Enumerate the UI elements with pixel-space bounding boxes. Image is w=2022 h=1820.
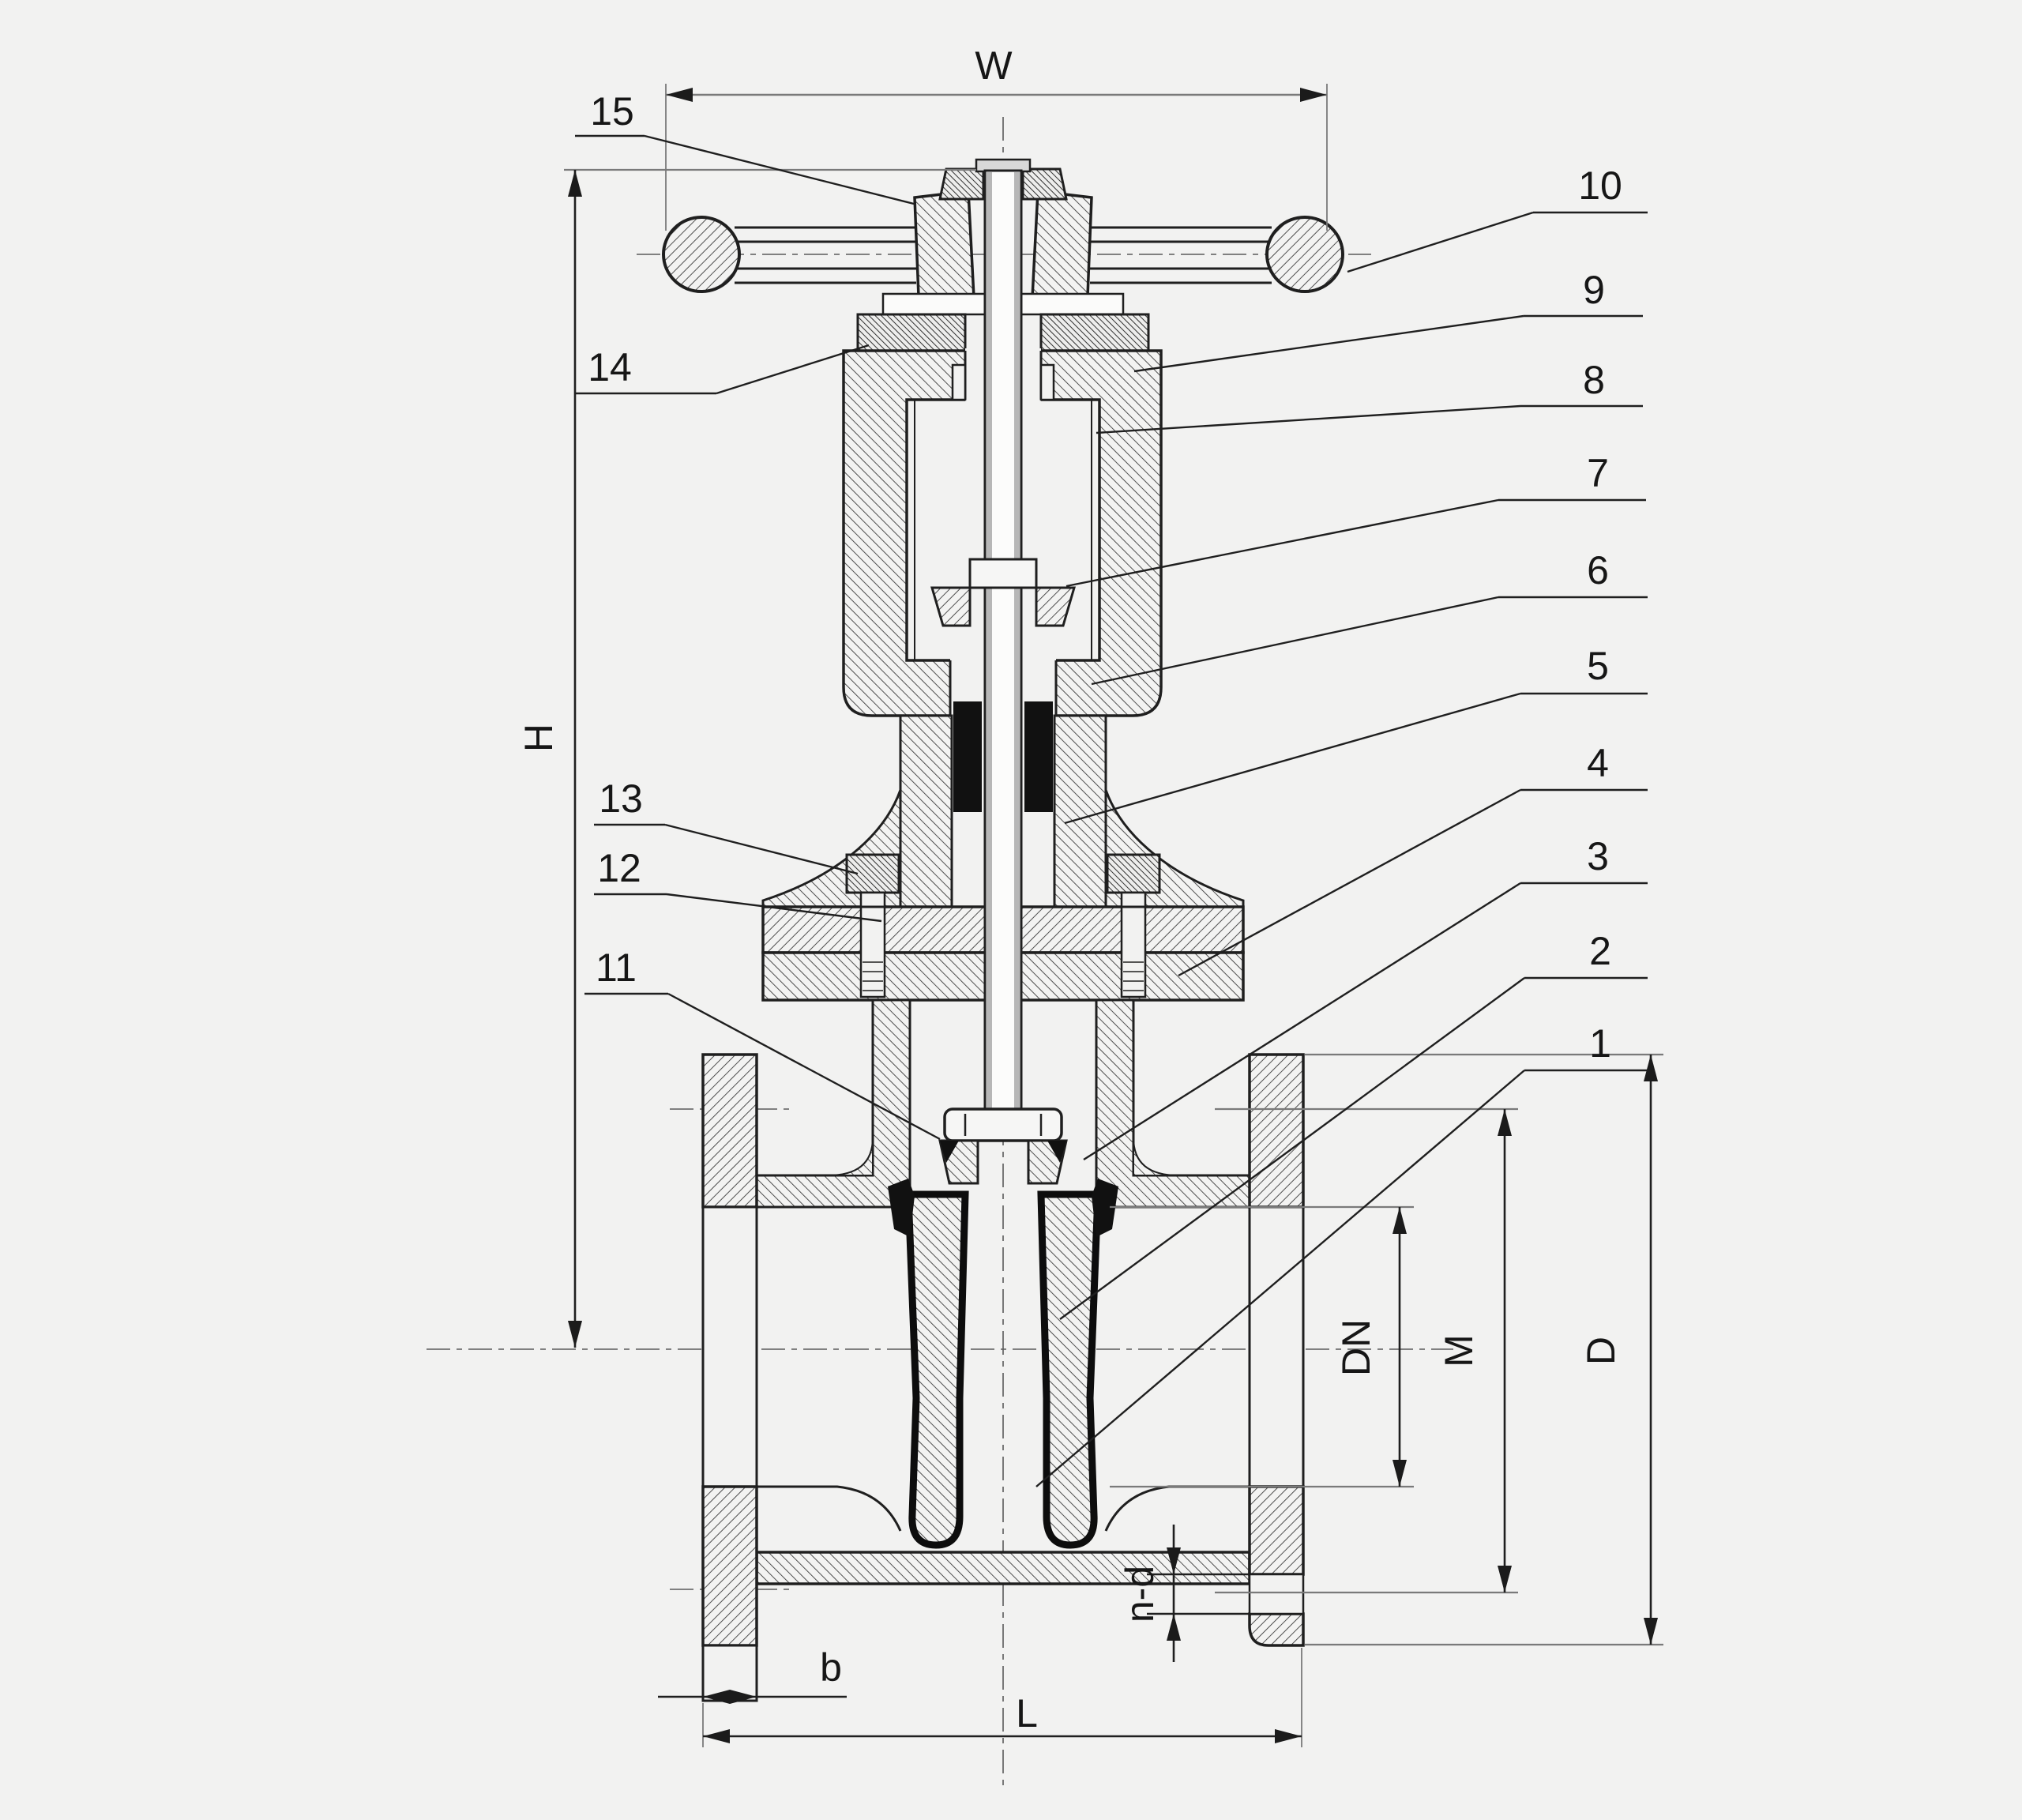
callout-5-label: 5 [1587,644,1609,688]
callout-2: 2 [1059,929,1648,1320]
stem-packing-right [1024,701,1053,812]
bore-bottom-right [1104,1485,1250,1532]
stem-shoulder [968,558,1038,589]
callout-4: 4 [1178,741,1648,977]
callout-9: 9 [1133,268,1643,373]
stem-packing-left [953,701,982,812]
callout-8: 8 [1096,358,1643,434]
callout-15-label: 15 [590,89,634,133]
bolt-shank [859,891,886,998]
callout-13: 13 [594,777,859,875]
callout-1: 1 [1035,1021,1648,1487]
callout-14-label: 14 [588,345,632,389]
callout-11-label: 11 [596,946,637,990]
body-fillet-left [827,1137,874,1176]
callout-14: 14 [575,344,870,395]
callout-11: 11 [584,946,941,1141]
dim-label-h: H [517,724,561,752]
dimension-nd: n-d [1118,1525,1250,1662]
callout-12: 12 [594,846,882,923]
bonnet-bolt-left [845,853,900,998]
dimension-l: L [702,1648,1302,1747]
dim-label-m: M [1437,1334,1481,1367]
dim-label-d: D [1579,1337,1623,1365]
handwheel-rim-lines [735,226,1272,284]
callout-7-label: 7 [1587,451,1609,495]
wedge-leg-right [1037,1190,1102,1549]
pipe-flange-left [701,1053,758,1702]
dim-label-l: L [1016,1691,1038,1735]
bore-bottom-left [757,1485,902,1532]
handwheel-nut-left [938,167,985,201]
callout-2-label: 2 [1589,929,1611,973]
dimension-m: M [1215,1107,1518,1594]
handwheel-rim-right [1265,216,1344,293]
callout-10: 10 [1347,164,1648,273]
gate-t-head [943,1107,1063,1142]
handwheel [662,158,1344,318]
callout-13-label: 13 [599,777,643,821]
dimension-d: D [1305,1053,1663,1646]
dim-label-w: W [975,43,1013,88]
callout-4-label: 4 [1587,741,1609,785]
callout-6: 6 [1091,548,1648,686]
stem [983,169,1023,1115]
bolt-shank [1120,891,1147,998]
dimension-b: b [658,1645,847,1704]
callouts-right: 10 9 8 7 6 5 4 3 [1035,164,1648,1487]
bolt-head [1106,853,1161,894]
dim-label-dn: DN [1334,1319,1378,1376]
handwheel-rim-left [662,216,741,293]
dim-label-b: b [820,1645,842,1690]
stem-nut-left [930,586,972,627]
bushing-notch-right [1039,363,1055,401]
gland-follower-right [1039,313,1150,352]
bonnet-bolt-right [1106,853,1161,998]
dimension-w: W [665,43,1328,231]
bushing-notch-left [951,363,967,401]
handwheel-nut-right [1021,167,1068,201]
bonnet-neck-left [899,714,953,908]
bonnet-neck-right [1053,714,1107,908]
callout-5: 5 [1064,644,1648,825]
body-bottom-wall [755,1551,1251,1585]
callout-9-label: 9 [1583,268,1605,312]
seat-ring-left [888,1179,915,1237]
dim-label-nd: n-d [1118,1566,1162,1623]
gland-follower-left [856,313,967,352]
stem-nut-right [1035,586,1076,627]
dimension-dn: DN [1110,1205,1414,1488]
pipe-flange-right [1248,1053,1305,1647]
callout-7: 7 [1065,451,1646,588]
callout-3: 3 [1083,834,1648,1161]
callouts-left: 15 14 13 12 11 [575,89,941,1141]
bolt-hole-section [1248,1573,1305,1615]
callout-1-label: 1 [1589,1021,1611,1066]
dimension-h: H [517,168,976,1348]
callout-10-label: 10 [1578,164,1622,208]
callout-6-label: 6 [1587,548,1609,592]
callout-12-label: 12 [597,846,641,890]
wedge-leg-left [904,1190,969,1549]
callout-3-label: 3 [1587,834,1609,878]
wedge-gate [888,1107,1118,1549]
seat-ring-right [1092,1179,1118,1237]
callout-15: 15 [575,89,915,205]
callout-8-label: 8 [1583,358,1605,402]
body-fillet-right [1133,1137,1179,1176]
